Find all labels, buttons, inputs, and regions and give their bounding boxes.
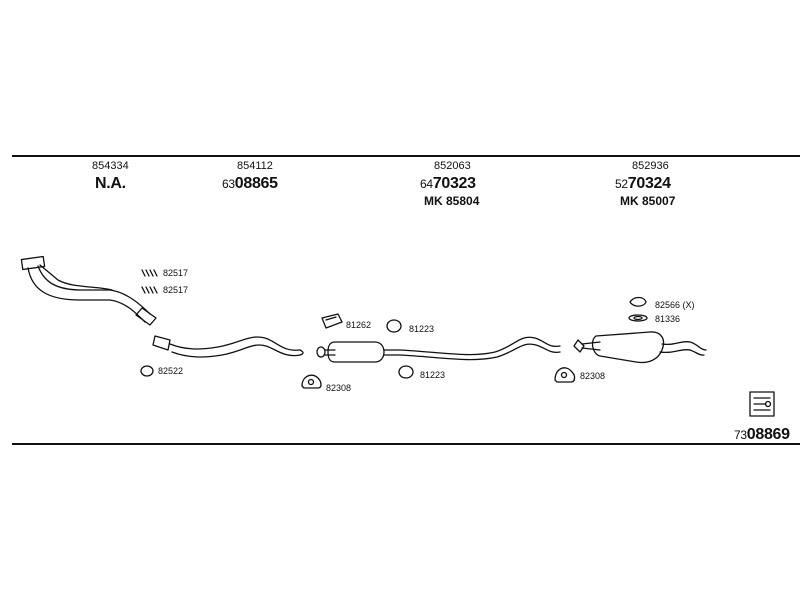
part-label-bracket-rear: 82308 (580, 371, 606, 381)
part-label-clamp-b: 82517 (163, 285, 189, 295)
rubber-mount-icon (321, 313, 343, 329)
bottom-divider (12, 443, 800, 445)
intermediate-pipe (152, 335, 304, 358)
clamp-icon (141, 269, 158, 294)
col3-main: 70323 (432, 175, 476, 192)
part-label-gasket-front: 82522 (158, 366, 184, 376)
col2-prefix: 63 (222, 177, 235, 191)
ring-icon-lower (398, 365, 414, 379)
part-label-bracket-mid: 82308 (326, 383, 352, 393)
col1-name: N.A. (95, 175, 126, 192)
col3-ref: 852063 (434, 160, 471, 172)
part-label-clamp-a: 82517 (163, 268, 189, 278)
kit-main: 08869 (746, 426, 790, 443)
col4-ref: 852936 (632, 160, 669, 172)
col3-mk: MK 85804 (424, 194, 480, 208)
col3-number: 6470323 (420, 175, 476, 193)
kit-symbol-icon (749, 391, 775, 417)
ring-icon-upper (386, 319, 402, 333)
top-divider (12, 155, 800, 157)
col2-number: 6308865 (222, 175, 278, 193)
col2-ref: 854112 (237, 160, 273, 172)
col2-main: 08865 (234, 175, 278, 192)
bracket-icon-rear (554, 367, 576, 383)
rear-silencer (573, 331, 707, 364)
part-label-ring-lower: 81223 (420, 370, 446, 380)
ring-icon-rear (628, 314, 648, 322)
gasket-icon (140, 365, 154, 377)
clip-icon-rear (629, 296, 647, 307)
col4-main: 70324 (627, 175, 671, 192)
front-pipe (20, 255, 157, 326)
part-label-ring-upper: 81223 (409, 324, 435, 334)
kit-prefix: 73 (734, 428, 747, 442)
middle-silencer (316, 336, 561, 363)
col1-ref: 854334 (92, 160, 129, 172)
kit-number: 7308869 (734, 426, 790, 444)
bracket-icon-mid (301, 374, 322, 389)
col4-mk: MK 85007 (620, 194, 676, 208)
col3-prefix: 64 (420, 177, 433, 191)
col4-number: 5270324 (615, 175, 671, 193)
part-label-rubber: 81262 (346, 320, 372, 330)
col4-prefix: 52 (615, 177, 628, 191)
part-label-ring-rear: 81336 (655, 314, 681, 324)
part-label-clip-rear: 82566 (X) (655, 300, 695, 310)
